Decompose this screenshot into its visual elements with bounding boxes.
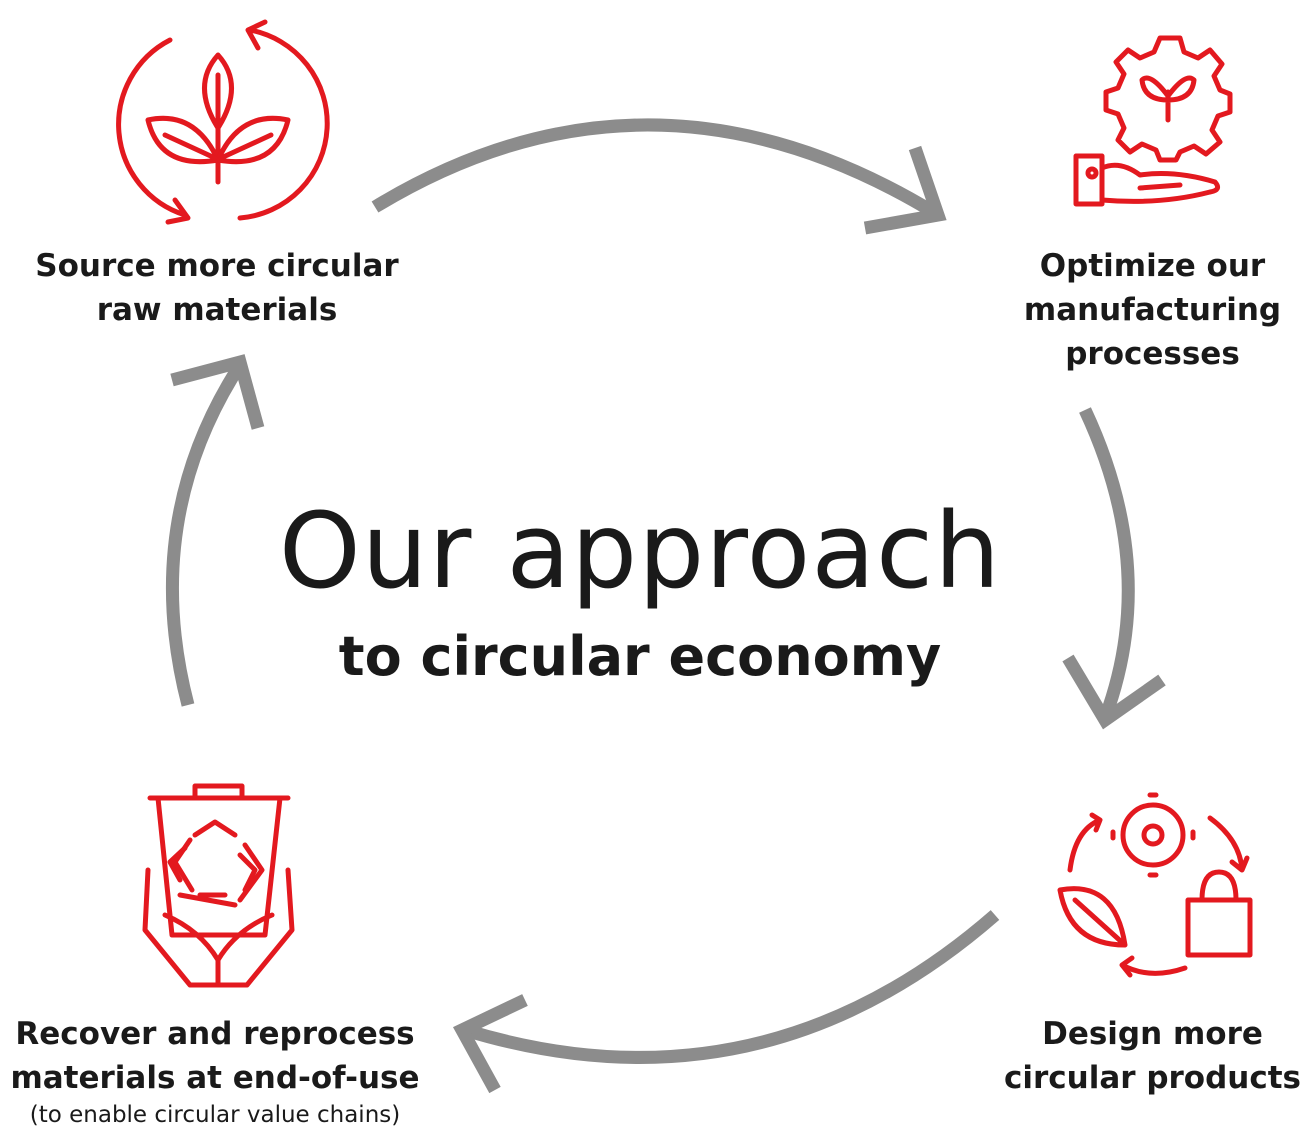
step-recover-label: Recover and reprocess materials at end-o… [0,1012,430,1130]
label-line: manufacturing [1023,292,1282,328]
step-source-label: Source more circular raw materials [32,244,402,332]
step-optimize-label: Optimize our manufacturing processes [1010,244,1295,376]
recycle-bin-hands-icon [142,783,295,988]
center-subtitle: to circular economy [338,625,942,688]
label-line: Design more [1042,1016,1263,1052]
arrow-recover-to-source [166,354,265,707]
label-line: Recover and reprocess [15,1016,415,1052]
label-line: materials at end-of-use [10,1060,420,1096]
arrow-optimize-to-design [1062,407,1166,730]
label-line: Source more circular [35,248,399,284]
gear-plant-hand-icon [1073,35,1233,207]
label-line: Optimize our [1039,248,1266,284]
label-note: (to enable circular value chains) [29,1102,401,1128]
label-line: raw materials [96,292,338,328]
step-design-label: Design more circular products [1000,1012,1300,1100]
leaf-cycle-icon [116,19,330,225]
arrow-design-to-recover [452,910,1000,1094]
arrow-source-to-optimize [371,118,947,235]
gear-leaf-bag-cycle-icon [1057,792,1253,978]
label-line: circular products [1003,1060,1300,1096]
label-line: processes [1065,336,1240,372]
center-title: Our approach [278,490,1002,612]
